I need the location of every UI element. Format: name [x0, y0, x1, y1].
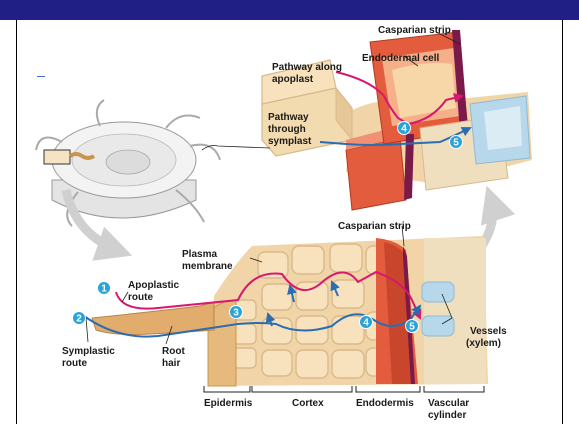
- step-marker-5-bottom: 5: [406, 320, 419, 333]
- step-marker-5-top: 5: [450, 136, 463, 149]
- endodermal-cell-label: Endodermal cell: [362, 53, 439, 64]
- svg-text:4: 4: [401, 124, 407, 135]
- apoplastic-route-label-line2: route: [128, 292, 153, 303]
- svg-text:5: 5: [453, 138, 459, 149]
- step-marker-1: 1: [98, 282, 111, 295]
- svg-text:3: 3: [233, 308, 239, 319]
- pathway-symplast-label-line2: through: [268, 124, 306, 135]
- svg-text:2: 2: [76, 314, 82, 325]
- svg-text:5: 5: [409, 322, 415, 333]
- pathway-symplast-label-line3: symplast: [268, 136, 312, 147]
- tissue-block: [208, 236, 488, 386]
- vascular-cylinder-label-line2: cylinder: [428, 410, 466, 421]
- casparian-strip-bottom-label: Casparian strip: [338, 221, 411, 232]
- apoplastic-route-label-line1: Apoplastic: [128, 280, 180, 291]
- vascular-cylinder-label-line1: Vascular: [428, 398, 469, 409]
- symplastic-route-label-line1: Symplastic: [62, 346, 115, 357]
- root-hair-label-line2: hair: [162, 358, 180, 369]
- symplastic-route-label-line2: route: [62, 358, 87, 369]
- pathway-apoplast-label-line2: apoplast: [272, 74, 314, 85]
- pathway-apoplast-label-line1: Pathway along: [272, 62, 342, 73]
- plasma-membrane-label-line2: membrane: [182, 261, 233, 272]
- step-marker-4-bottom: 4: [360, 316, 373, 329]
- pathway-symplast-label-line1: Pathway: [268, 112, 309, 123]
- plasma-membrane-label-line1: Plasma: [182, 249, 217, 260]
- svg-text:4: 4: [363, 318, 369, 329]
- cortex-label: Cortex: [292, 398, 324, 409]
- step-marker-4-top: 4: [398, 122, 411, 135]
- region-brackets: [204, 386, 484, 392]
- vessels-label-line1: Vessels: [470, 326, 507, 337]
- step-marker-2: 2: [73, 312, 86, 325]
- endodermis-label: Endodermis: [356, 398, 414, 409]
- casparian-strip-top-label: Casparian strip: [378, 25, 451, 36]
- epidermis-label: Epidermis: [204, 398, 253, 409]
- svg-text:1: 1: [101, 284, 107, 295]
- cross-section-zoom-box: [44, 150, 70, 164]
- step-marker-3: 3: [230, 306, 243, 319]
- vessels-label-line2: (xylem): [466, 338, 501, 349]
- root-hair-label-line1: Root: [162, 346, 185, 357]
